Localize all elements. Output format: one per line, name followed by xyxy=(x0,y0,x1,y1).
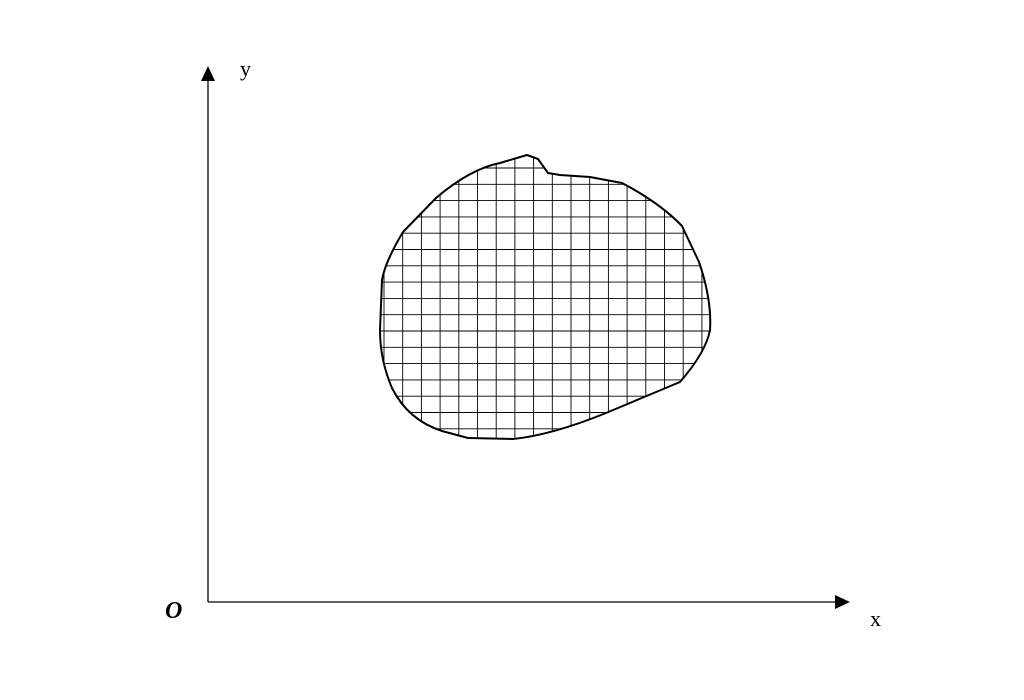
y-axis-arrow-icon xyxy=(201,66,215,81)
x-axis-label: x xyxy=(870,606,881,631)
y-axis-label: y xyxy=(240,56,251,81)
region-boundary xyxy=(379,154,712,440)
origin-label: O xyxy=(165,598,182,624)
x-axis-arrow-icon xyxy=(835,595,850,609)
region-grid xyxy=(380,155,711,439)
